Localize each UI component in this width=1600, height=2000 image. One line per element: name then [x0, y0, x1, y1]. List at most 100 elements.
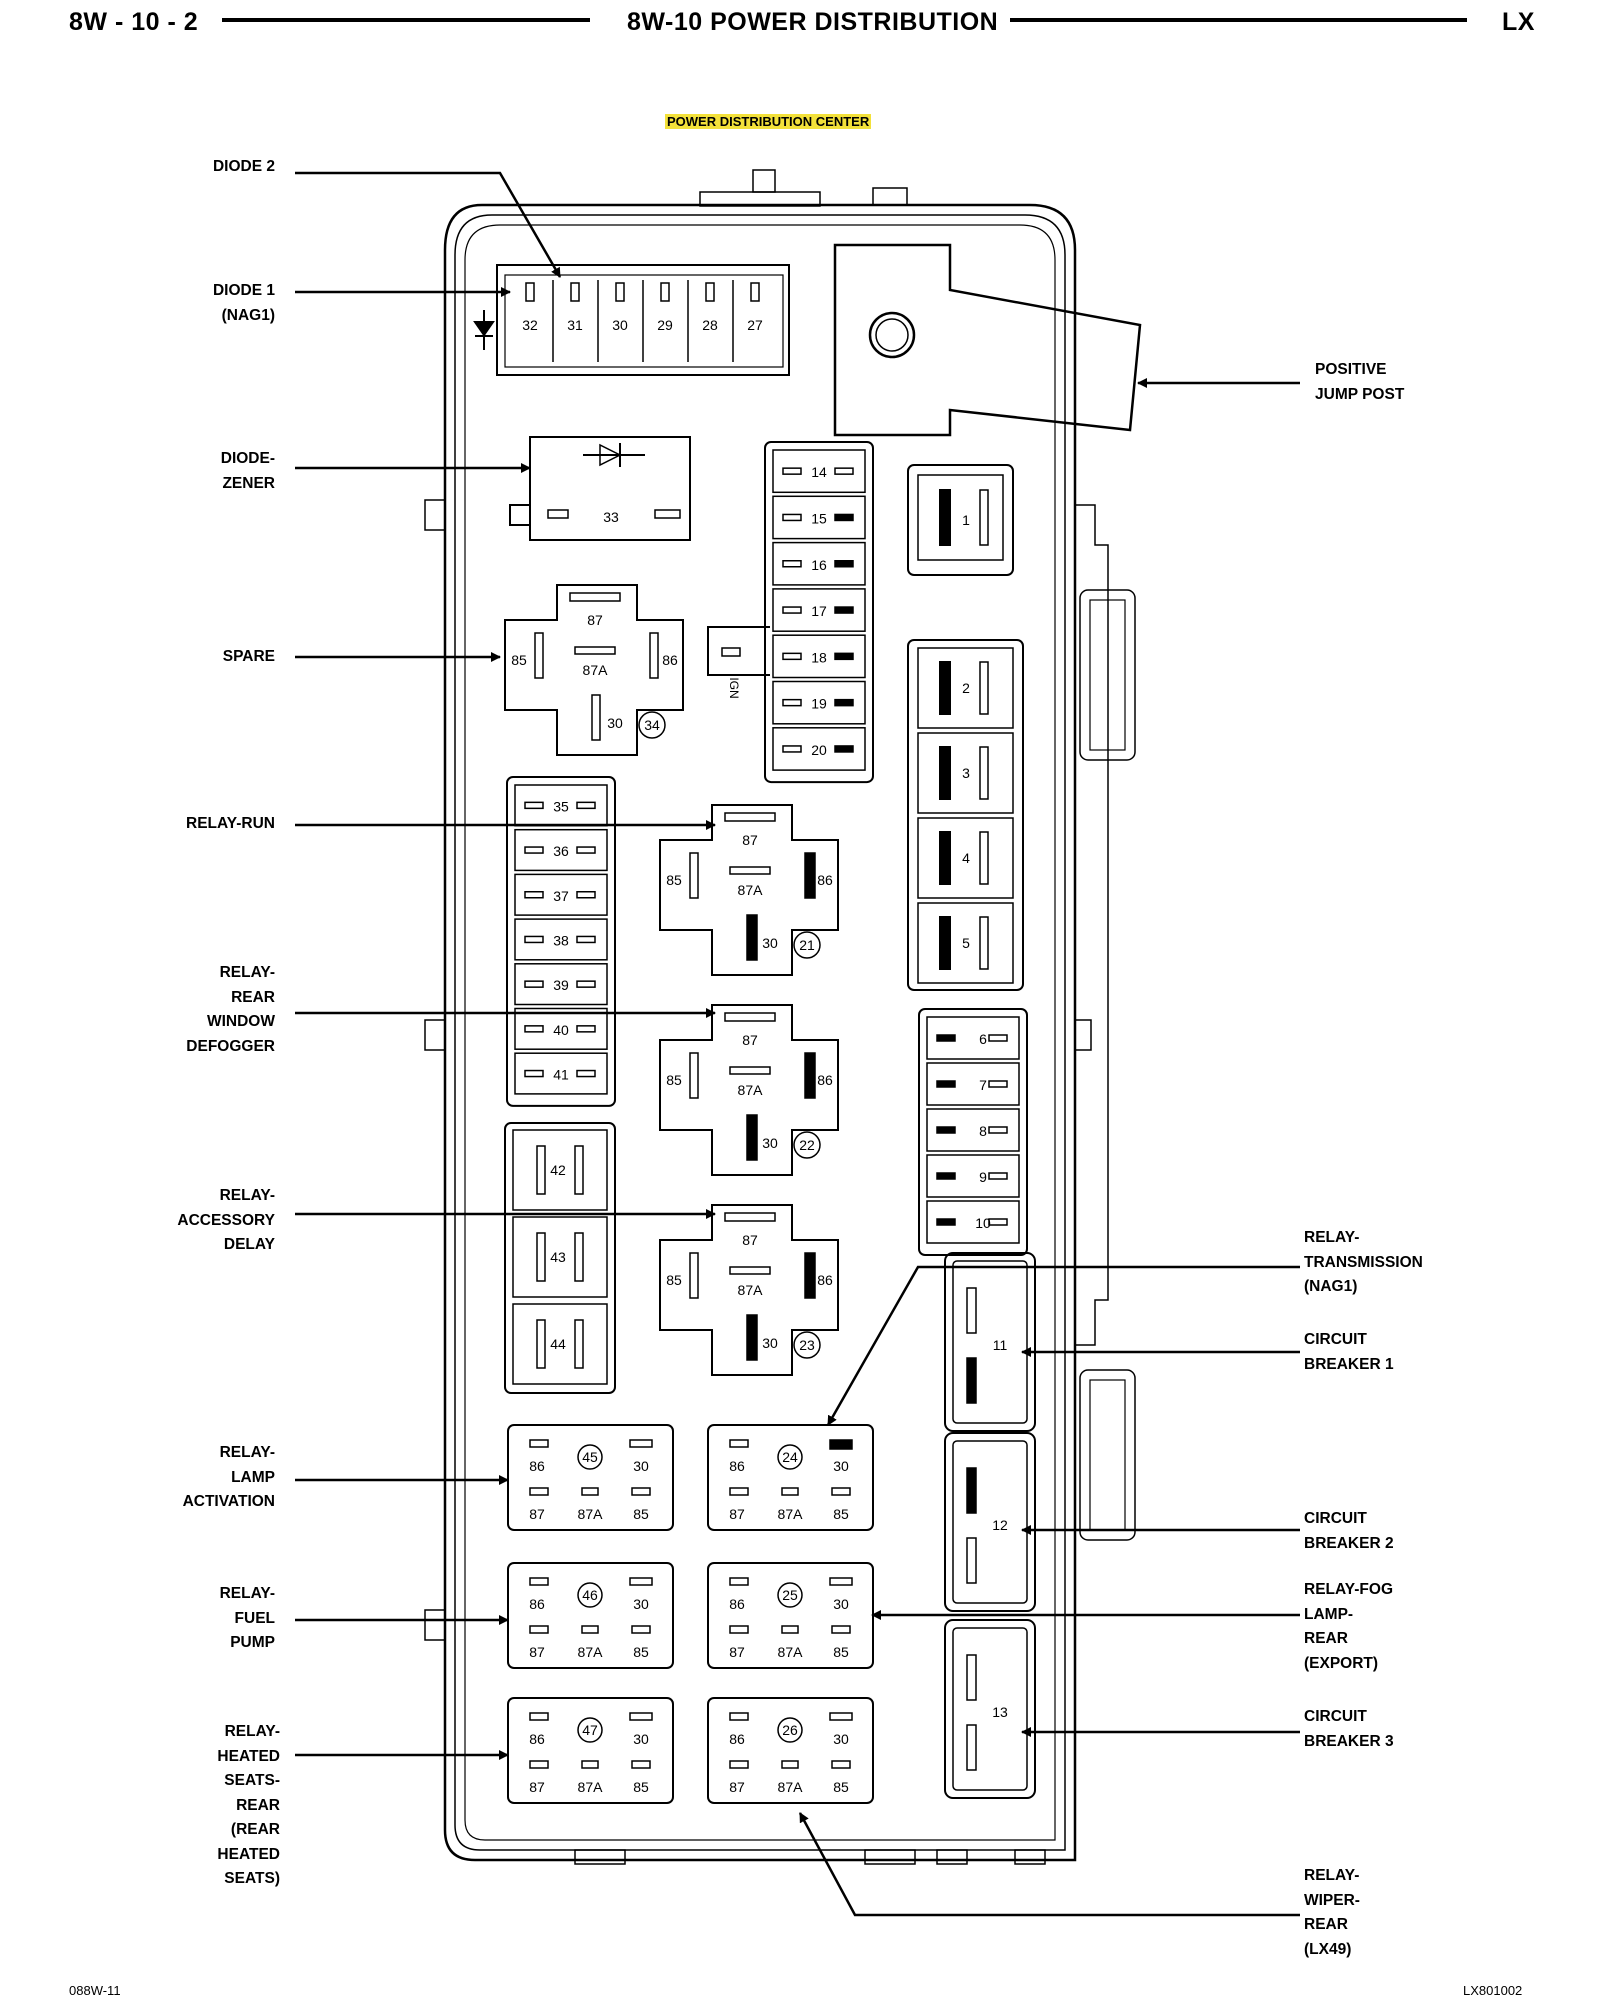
fuse-15-blade-b — [834, 513, 854, 522]
diode-cell-32: 32 — [522, 317, 538, 333]
relay-46-pin-86 — [529, 1577, 549, 1586]
fuse-39-label: 39 — [553, 977, 569, 993]
relay-26-id-circle — [777, 1717, 803, 1743]
relay-22-label-87: 87 — [742, 1032, 758, 1048]
relay-45-id-circle — [577, 1444, 603, 1470]
header-rule-left — [222, 18, 590, 22]
relay-23-body — [659, 1204, 839, 1376]
fuse-16-blade-b — [834, 560, 854, 568]
fuse-16-blade-a — [782, 560, 802, 568]
circuit-breaker-12-blade-a — [966, 1467, 977, 1514]
footer-right-code: LX801002 — [1463, 1983, 1523, 1998]
relay-23-id-circle — [793, 1331, 821, 1359]
label-circuit-breaker-3: CIRCUIT BREAKER 3 — [1304, 1708, 1394, 1750]
maxi-fuse-44 — [512, 1303, 608, 1385]
circuit-breaker-11-frame — [944, 1252, 1036, 1432]
fuse-10 — [926, 1200, 1020, 1244]
relay-47-label-87a: 87A — [578, 1779, 604, 1795]
fuse-37-blade-b — [576, 891, 596, 899]
fuse-18 — [772, 634, 866, 679]
relay-34-pin-30 — [591, 694, 601, 741]
relay-23-label-86: 86 — [817, 1272, 833, 1288]
fuses-center-frame — [764, 441, 874, 784]
fuse-19-label: 19 — [811, 696, 827, 712]
relay-21-pin-87a — [729, 866, 771, 875]
relay-23-label-87: 87 — [742, 1232, 758, 1248]
fuse-15 — [772, 495, 866, 540]
circuit-breaker-12 — [952, 1440, 1028, 1604]
relay-21-label-87a: 87A — [738, 882, 764, 898]
diode-terminal-29 — [660, 282, 670, 302]
maxi-fuse-43-blade-b — [574, 1232, 584, 1282]
fuse-6 — [926, 1016, 1020, 1060]
fuse-41-blade-a — [524, 1069, 544, 1078]
relay-45-pin-85 — [631, 1487, 651, 1496]
relay-21-id: 21 — [799, 937, 815, 953]
fuse-9-blade-b — [988, 1172, 1008, 1180]
fuse-38-blade-a — [524, 935, 544, 944]
maxi-fuse-5-blade-a — [939, 916, 951, 970]
relay-45-label-87a: 87A — [578, 1506, 604, 1522]
fuse-14 — [772, 449, 866, 494]
relay-34-id: 34 — [644, 717, 660, 733]
circuit-breaker-11 — [952, 1260, 1028, 1424]
fuse-36 — [514, 828, 608, 872]
relay-45-pin-30 — [629, 1439, 653, 1448]
relay-46-label-87: 87 — [529, 1644, 545, 1660]
relay-23-pin-87a — [729, 1266, 771, 1275]
fuse-8-label: 8 — [979, 1123, 987, 1139]
maxi-fuse-4-label: 4 — [962, 850, 970, 866]
callout-lines — [295, 171, 1300, 1917]
fuse-10-blade-a — [936, 1218, 956, 1226]
circuit-breaker-12-blade-b — [966, 1537, 977, 1584]
relay-22-pin-87 — [724, 1012, 776, 1022]
fuse-18-label: 18 — [811, 649, 827, 665]
label-diode-zener: DIODE- ZENER — [220, 450, 275, 492]
relay-21-body — [659, 804, 839, 976]
fuses-right-frame — [918, 1008, 1028, 1256]
relay-26-pin-30 — [829, 1712, 853, 1721]
label-relay-transmission: RELAY- TRANSMISSION (NAG1) — [1304, 1229, 1423, 1295]
fuse-6-blade-b — [988, 1034, 1008, 1042]
relay-46-id: 46 — [582, 1587, 598, 1603]
relay-22-pin-86 — [804, 1052, 816, 1099]
fuse-17-label: 17 — [811, 603, 827, 619]
fuse-36-label: 36 — [553, 843, 569, 859]
diode-cell-29: 29 — [657, 317, 673, 333]
fuse-18-blade-b — [834, 652, 854, 661]
relay-25-label-85: 85 — [833, 1644, 849, 1660]
relay-47-pin-87a — [581, 1760, 599, 1769]
label-positive-jump-post: POSITIVE JUMP POST — [1315, 361, 1405, 403]
relay-34-label-87a: 87A — [583, 662, 609, 678]
fuse-9-blade-a — [936, 1172, 956, 1180]
fuse-9 — [926, 1154, 1020, 1198]
maxi-fuse-3-blade-b — [979, 746, 989, 800]
relay-23-id: 23 — [799, 1337, 815, 1353]
relay-46-pin-30 — [629, 1577, 653, 1586]
circuit-breaker-13-blade-b — [966, 1724, 977, 1771]
circuit-breaker-11-label: 11 — [993, 1337, 1008, 1353]
relay-46-pin-85 — [631, 1625, 651, 1634]
relay-25-pin-85 — [831, 1625, 851, 1634]
fuse-10-label: 10 — [975, 1215, 991, 1231]
fuse-37-blade-a — [524, 891, 544, 899]
fuse-15-blade-a — [782, 513, 802, 522]
relay-22-id-circle — [793, 1131, 821, 1159]
fuse-19-blade-b — [834, 698, 854, 707]
relay-25-id: 25 — [782, 1587, 798, 1603]
relay-26-pin-85 — [831, 1760, 851, 1769]
relay-24-pin-30 — [829, 1439, 853, 1450]
fuse-8-blade-a — [936, 1126, 956, 1134]
label-circuit-breaker-1: CIRCUIT BREAKER 1 — [1304, 1331, 1394, 1373]
relay-34-pin-85 — [534, 632, 544, 679]
relay-26-pin-86 — [729, 1712, 749, 1721]
fuse-36-blade-b — [576, 846, 596, 854]
maxi-fuse-5-label: 5 — [962, 935, 970, 951]
maxi-fuse-5 — [917, 902, 1014, 984]
fuse-14-label: 14 — [811, 464, 827, 480]
maxi-fuse-1 — [917, 474, 1004, 561]
fuse-18-blade-a — [782, 652, 802, 661]
label-relay-run: RELAY-RUN — [186, 815, 275, 832]
maxi-fuse-1-frame — [907, 464, 1014, 576]
